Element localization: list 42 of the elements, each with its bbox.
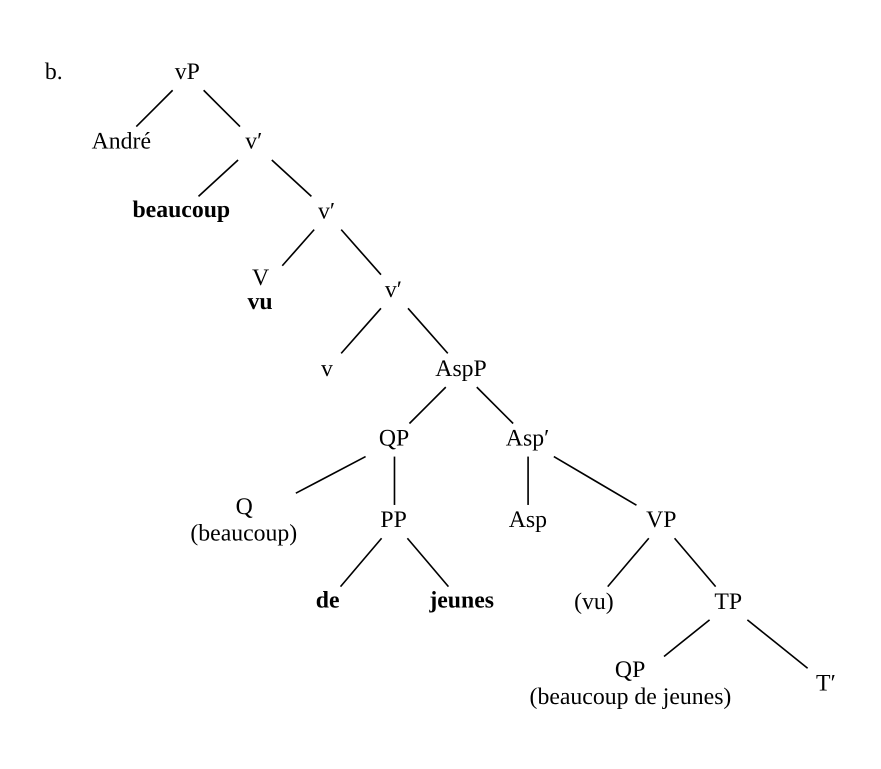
connector <box>746 618 808 668</box>
connector <box>476 386 514 424</box>
node-text: QP <box>378 425 410 452</box>
node-text: (vu) <box>574 588 614 614</box>
connector <box>394 456 396 504</box>
connector <box>664 618 710 657</box>
node-text: v <box>321 355 333 382</box>
node-text: vP <box>174 58 200 84</box>
node-text: Q (beaucoup) <box>190 493 298 546</box>
connector <box>203 89 241 127</box>
node-text: PP <box>380 506 407 533</box>
node-text: v′ <box>384 276 402 303</box>
connector <box>295 455 366 494</box>
node-text: AspP <box>435 355 487 382</box>
connector <box>282 228 315 266</box>
connector <box>198 158 239 196</box>
connector <box>527 456 529 504</box>
connector <box>406 537 450 587</box>
node-text: v′ <box>245 128 262 154</box>
node-text: de <box>316 586 340 613</box>
connector <box>607 537 650 587</box>
node-text: QP (beaucoup de jeunes) <box>530 656 732 710</box>
node-text: VP <box>646 506 676 533</box>
node-text: André <box>92 128 152 154</box>
connector <box>553 455 637 506</box>
connector <box>271 158 312 196</box>
connector <box>340 307 382 354</box>
connector <box>407 307 448 354</box>
node-text: V vu <box>248 264 273 314</box>
node-text: Asp′ <box>506 425 550 452</box>
label: b. <box>44 58 63 84</box>
node-text: T′ <box>816 670 836 696</box>
connector <box>340 537 382 587</box>
connector <box>136 89 174 127</box>
connector <box>674 537 716 587</box>
node-text: v′ <box>318 198 336 224</box>
node-text: Asp <box>508 506 548 533</box>
connector <box>408 386 446 424</box>
connector <box>340 228 382 275</box>
node-text: beaucoup <box>132 196 230 222</box>
node-text: TP <box>714 588 742 614</box>
node-text: jeunes <box>429 586 494 613</box>
